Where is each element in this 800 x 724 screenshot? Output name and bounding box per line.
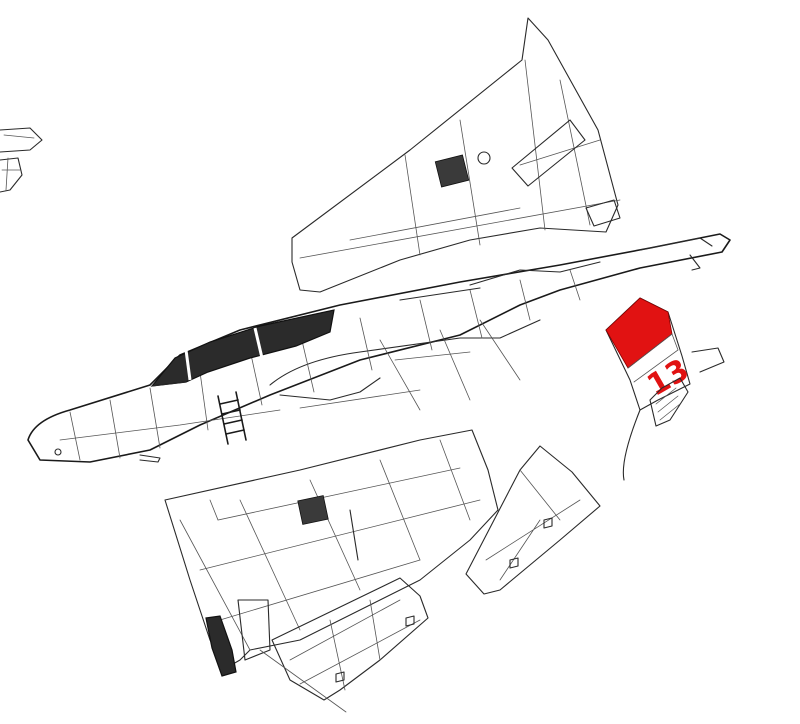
fuselage — [27, 233, 731, 463]
nose-pitot — [54, 448, 62, 456]
cockpit-canopy — [150, 309, 335, 387]
lower-wing-vent — [297, 495, 329, 525]
vertical-tail: 13 — [605, 297, 725, 481]
left-edge-fragment — [0, 127, 43, 193]
tail-number: 13 — [641, 352, 695, 403]
lower-wing-dark-panel — [205, 615, 237, 677]
boarding-ladder — [217, 391, 247, 445]
upper-wing-vent — [434, 154, 470, 188]
upper-wing — [291, 17, 621, 293]
lower-stabilizer — [259, 577, 429, 713]
lower-wing — [164, 429, 499, 677]
right-stabilizer — [465, 445, 601, 595]
upper-wing-port — [477, 151, 491, 165]
tail-red-band — [605, 297, 673, 369]
